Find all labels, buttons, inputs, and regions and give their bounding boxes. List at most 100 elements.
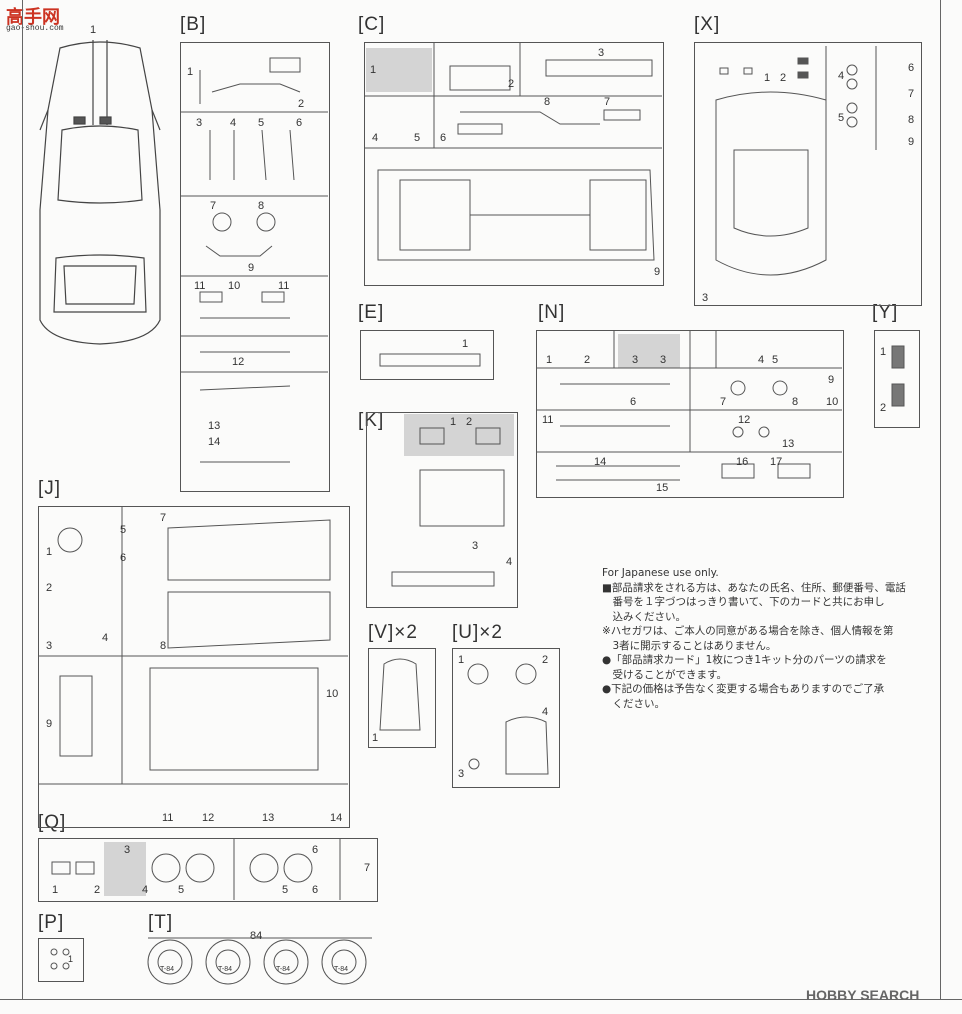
page-border-right bbox=[940, 0, 941, 1000]
k-part-3: 3 bbox=[472, 540, 479, 552]
q-part-6b: 6 bbox=[312, 884, 319, 896]
section-x-label: [X] bbox=[694, 14, 721, 35]
notes-header: For Japanese use only. bbox=[602, 567, 719, 579]
n-part-3a: 3 bbox=[632, 354, 639, 366]
highlight-n3 bbox=[618, 334, 680, 368]
q-part-6a: 6 bbox=[312, 844, 319, 856]
highlight-q3-q4 bbox=[104, 842, 146, 896]
k-part-1: 1 bbox=[450, 416, 457, 428]
n-part-11: 11 bbox=[542, 414, 554, 426]
sprue-frame-v bbox=[368, 648, 436, 748]
section-e-label: [E] bbox=[358, 302, 385, 323]
n-part-6: 6 bbox=[630, 396, 637, 408]
e-part-1: 1 bbox=[462, 338, 469, 350]
section-c-label: [C] bbox=[358, 14, 386, 35]
x-part-4: 4 bbox=[838, 70, 845, 82]
q-part-4: 4 bbox=[142, 884, 149, 896]
c-part-4: 4 bbox=[372, 132, 379, 144]
q-part-5b: 5 bbox=[282, 884, 289, 896]
j-part-1: 1 bbox=[46, 546, 53, 558]
car-part-number: 1 bbox=[90, 24, 97, 36]
x-part-9: 9 bbox=[908, 136, 915, 148]
n-part-3b: 3 bbox=[660, 354, 667, 366]
n-part-16: 16 bbox=[736, 456, 749, 468]
notes-line-5: 3者に開示することはありません。 bbox=[602, 639, 777, 652]
q-part-1: 1 bbox=[52, 884, 59, 896]
site-logo-url: gao-shou.com bbox=[6, 24, 64, 33]
sprue-frame-c bbox=[364, 42, 664, 286]
sprue-frame-k bbox=[366, 412, 518, 608]
b-part-11a: 11 bbox=[194, 280, 206, 292]
sprue-frame-u bbox=[452, 648, 560, 788]
x-part-6: 6 bbox=[908, 62, 915, 74]
k-part-4: 4 bbox=[506, 556, 513, 568]
section-b-label: [B] bbox=[180, 14, 207, 35]
notes-line-6: ●「部品請求カード」1枚につき1キット分のパーツの請求を bbox=[602, 654, 887, 666]
sprue-frame-q bbox=[38, 838, 378, 902]
q-part-7: 7 bbox=[364, 862, 371, 874]
j-part-3: 3 bbox=[46, 640, 53, 652]
j-part-9: 9 bbox=[46, 718, 53, 730]
u-part-4: 4 bbox=[542, 706, 549, 718]
n-part-13: 13 bbox=[782, 438, 795, 450]
b-part-4: 4 bbox=[230, 117, 237, 129]
n-part-12: 12 bbox=[738, 414, 751, 426]
c-part-3: 3 bbox=[598, 47, 605, 59]
highlight-c1 bbox=[366, 48, 432, 92]
n-part-2: 2 bbox=[584, 354, 591, 366]
t-tire-4-label: T-84 bbox=[334, 966, 349, 973]
c-part-9: 9 bbox=[654, 266, 661, 278]
n-part-8: 8 bbox=[792, 396, 799, 408]
watermark-text: HOBBY SEARCH bbox=[806, 987, 920, 1003]
b-part-3: 3 bbox=[196, 117, 203, 129]
u-part-3: 3 bbox=[458, 768, 465, 780]
notes-line-4: ※ハセガワは、ご本人の同意がある場合を除き、個人情報を第 bbox=[602, 625, 894, 637]
n-part-4: 4 bbox=[758, 354, 765, 366]
t-tire-2-label: T-84 bbox=[218, 966, 233, 973]
x-part-2: 2 bbox=[780, 72, 787, 84]
n-part-9: 9 bbox=[828, 374, 835, 386]
q-part-2: 2 bbox=[94, 884, 101, 896]
y-part-2: 2 bbox=[880, 402, 887, 414]
b-part-2: 2 bbox=[298, 98, 305, 110]
b-part-7: 7 bbox=[210, 200, 217, 212]
t-tire-3-label: T-84 bbox=[276, 966, 291, 973]
x-part-7: 7 bbox=[908, 88, 915, 100]
u-part-2: 2 bbox=[542, 654, 549, 666]
sprue-frame-x bbox=[694, 42, 922, 306]
sprue-frame-j bbox=[38, 506, 350, 828]
q-part-3: 3 bbox=[124, 844, 131, 856]
notes-line-7: 受けることができます。 bbox=[602, 668, 727, 681]
section-p-label: [P] bbox=[38, 912, 65, 933]
notes-line-1: ■部品請求をされる方は、あなたの氏名、住所、郵便番号、電話 bbox=[602, 581, 906, 594]
b-part-6: 6 bbox=[296, 117, 303, 129]
section-n-label: [N] bbox=[538, 302, 566, 323]
n-part-1: 1 bbox=[546, 354, 553, 366]
b-part-9: 9 bbox=[248, 262, 255, 274]
c-part-6: 6 bbox=[440, 132, 447, 144]
j-part-14: 14 bbox=[330, 812, 343, 824]
page-border-left bbox=[22, 0, 23, 1000]
n-part-7: 7 bbox=[720, 396, 727, 408]
sprue-frame-e bbox=[360, 330, 494, 380]
b-part-12: 12 bbox=[232, 356, 245, 368]
b-part-10: 10 bbox=[228, 280, 241, 292]
j-part-2: 2 bbox=[46, 582, 53, 594]
n-part-17: 17 bbox=[770, 456, 783, 468]
section-u-label: [U]×2 bbox=[452, 622, 503, 643]
j-part-7: 7 bbox=[160, 512, 167, 524]
x-part-8: 8 bbox=[908, 114, 915, 126]
sprue-frame-p bbox=[38, 938, 84, 982]
j-part-12: 12 bbox=[202, 812, 215, 824]
c-part-7: 7 bbox=[604, 96, 611, 108]
notes-line-2: 番号を１字づつはっきり書いて、下のカードと共にお申し bbox=[602, 596, 885, 608]
c-part-5: 5 bbox=[414, 132, 421, 144]
t-tire-1-label: T-84 bbox=[160, 966, 175, 973]
p-part-1: 1 bbox=[68, 954, 74, 964]
notes-line-8: ●下記の価格は予告なく変更する場合もありますのでご了承 bbox=[602, 683, 885, 695]
c-part-1: 1 bbox=[370, 64, 377, 76]
section-t-label: [T] bbox=[148, 912, 174, 933]
parts-request-notes: For Japanese use only. ■部品請求をされる方は、あなたの氏… bbox=[602, 566, 932, 711]
